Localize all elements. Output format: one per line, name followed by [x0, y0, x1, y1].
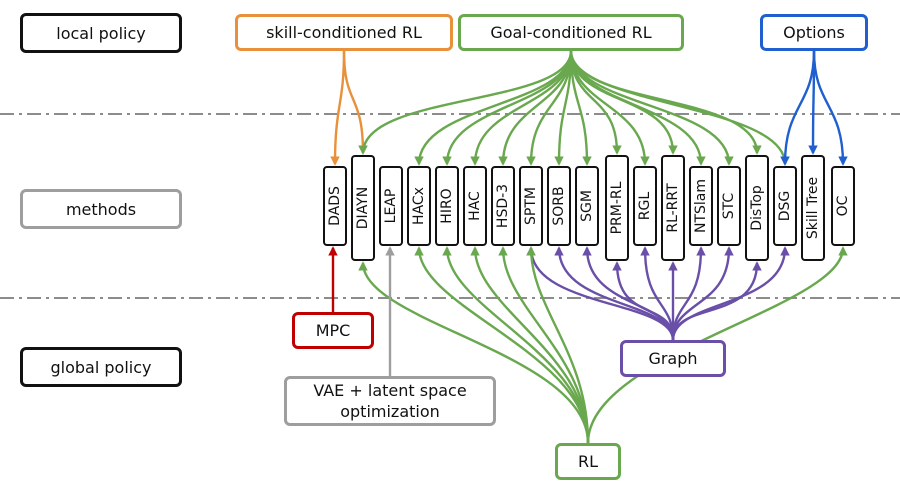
- method-label: STC: [721, 192, 737, 220]
- edge-options-to-oc: [812, 50, 848, 166]
- method-sptm: SPTM: [519, 166, 543, 246]
- method-label: LEAP: [383, 188, 399, 224]
- method-sorb: SORB: [547, 166, 571, 246]
- method-sgm: SGM: [575, 166, 599, 246]
- edge-goal-to-stc: [569, 50, 734, 166]
- method-distop: DisTop: [745, 155, 769, 261]
- method-label: HIRO: [439, 188, 455, 224]
- vae-latent-space-box: VAE + latent space optimization: [284, 376, 496, 426]
- method-label: DIAYN: [355, 186, 371, 230]
- edge-goal-to-hsd-3: [498, 50, 573, 166]
- edge-goal-to-diayn: [358, 50, 573, 155]
- row-label-methods: methods: [20, 189, 182, 229]
- edge-goal-to-rgl: [569, 50, 650, 166]
- method-hiro: HIRO: [435, 166, 459, 246]
- vae-label-line-2: optimization: [340, 402, 440, 421]
- method-label: SGM: [579, 190, 595, 222]
- method-dsg: DSG: [773, 166, 797, 246]
- edge-graph-to-prm-rl: [612, 261, 675, 341]
- method-label: NTSlam: [693, 178, 709, 234]
- method-leap: LEAP: [379, 166, 403, 246]
- edge-rl-to-sptm: [526, 246, 590, 444]
- method-skill-tree: Skill Tree: [801, 155, 825, 261]
- method-diayn: DIAYN: [351, 155, 375, 261]
- edge-graph-to-dsg: [671, 246, 790, 341]
- edge-layer: [328, 50, 848, 444]
- method-rl-rrt: RL-RRT: [661, 155, 685, 261]
- edge-skill-to-diayn: [342, 50, 368, 155]
- method-oc: OC: [831, 166, 855, 246]
- method-ntslam: NTSlam: [689, 166, 713, 246]
- edge-skill-to-dads: [330, 50, 346, 166]
- method-prm-rl: PRM-RL: [605, 155, 629, 261]
- edge-graph-to-sptm: [526, 246, 675, 341]
- method-label: OC: [835, 195, 851, 217]
- method-label: HACx: [411, 187, 427, 225]
- edge-goal-to-hacx: [414, 50, 573, 166]
- method-label: SPTM: [523, 187, 539, 225]
- edge-rl-to-hacx: [414, 246, 590, 444]
- method-stc: STC: [717, 166, 741, 246]
- edge-rl-to-diayn: [358, 261, 590, 444]
- method-label: DADS: [327, 186, 343, 226]
- method-label: RGL: [637, 191, 653, 221]
- edge-rl-to-oc: [586, 246, 848, 444]
- edge-goal-to-dsg: [569, 50, 790, 166]
- method-dads: DADS: [323, 166, 347, 246]
- method-label: DisTop: [749, 185, 765, 231]
- method-label: Skill Tree: [805, 176, 821, 240]
- edge-rl-to-hiro: [442, 246, 590, 444]
- edge-goal-to-hac: [470, 50, 573, 166]
- method-label: HSD-3: [495, 183, 511, 229]
- method-label: HAC: [467, 191, 483, 221]
- edge-goal-to-hiro: [442, 50, 573, 166]
- options-box: Options: [760, 14, 868, 51]
- edge-options-to-dsg: [780, 50, 816, 166]
- rl-box: RL: [555, 443, 621, 480]
- skill-conditioned-rl-box: skill-conditioned RL: [235, 14, 453, 51]
- row-label-global-policy: global policy: [20, 347, 182, 387]
- vae-label-line-1: VAE + latent space: [313, 381, 467, 400]
- method-label: DSG: [777, 190, 793, 222]
- method-label: PRM-RL: [609, 181, 625, 235]
- method-label: SORB: [551, 186, 567, 226]
- method-hacx: HACx: [407, 166, 431, 246]
- edge-rl-to-hac: [470, 246, 590, 444]
- graph-box: Graph: [620, 340, 726, 377]
- goal-conditioned-rl-box: Goal-conditioned RL: [458, 14, 684, 51]
- row-label-local-policy: local policy: [20, 13, 182, 53]
- mpc-box: MPC: [292, 312, 374, 349]
- method-hac: HAC: [463, 166, 487, 246]
- method-hsd-3: HSD-3: [491, 166, 515, 246]
- method-label: RL-RRT: [665, 183, 681, 233]
- method-rgl: RGL: [633, 166, 657, 246]
